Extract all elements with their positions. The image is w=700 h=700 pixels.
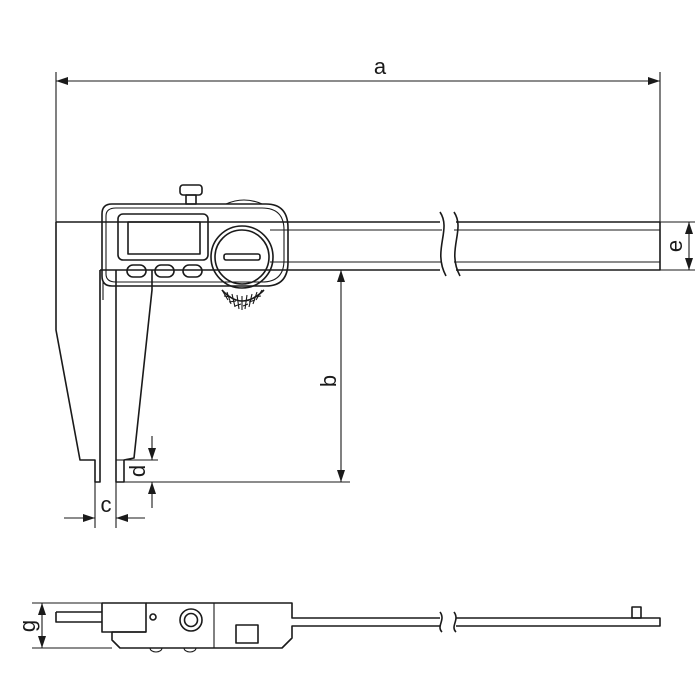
movable-jaw	[115, 270, 153, 483]
housing-bump	[225, 199, 263, 205]
dimension-label-d: d	[125, 465, 150, 477]
lcd-display	[117, 213, 209, 261]
slider-housing	[101, 203, 289, 287]
function-buttons	[126, 264, 203, 278]
side-housing	[111, 602, 661, 649]
dimension-e: e	[662, 222, 693, 270]
dimension-label-e: e	[662, 240, 687, 252]
side-wheel-inner	[183, 612, 199, 628]
caliper-side-view	[32, 602, 661, 653]
button-1	[126, 264, 147, 278]
button-3	[182, 264, 203, 278]
knurled-wheel	[221, 289, 265, 310]
side-jaw-outline	[55, 612, 102, 623]
button-2	[154, 264, 175, 278]
thumbwheel-dial	[210, 225, 274, 289]
dimension-label-a: a	[374, 54, 387, 79]
dimension-label-b: b	[316, 375, 341, 387]
side-end-stop	[631, 606, 642, 619]
fixed-jaw	[55, 222, 104, 483]
dimension-a: a	[56, 54, 660, 85]
locking-screw	[179, 184, 203, 205]
caliper-front-view	[55, 72, 695, 528]
side-battery-cover	[235, 624, 259, 644]
dimension-label-c: c	[101, 492, 112, 517]
dimension-g: g	[15, 603, 46, 648]
dimension-label-g: g	[15, 620, 40, 632]
side-wheel-outer	[179, 608, 203, 632]
dimension-d: d	[125, 436, 156, 508]
dimension-b: b	[316, 270, 345, 482]
side-screw	[149, 613, 157, 621]
dimension-c: c	[64, 492, 145, 522]
